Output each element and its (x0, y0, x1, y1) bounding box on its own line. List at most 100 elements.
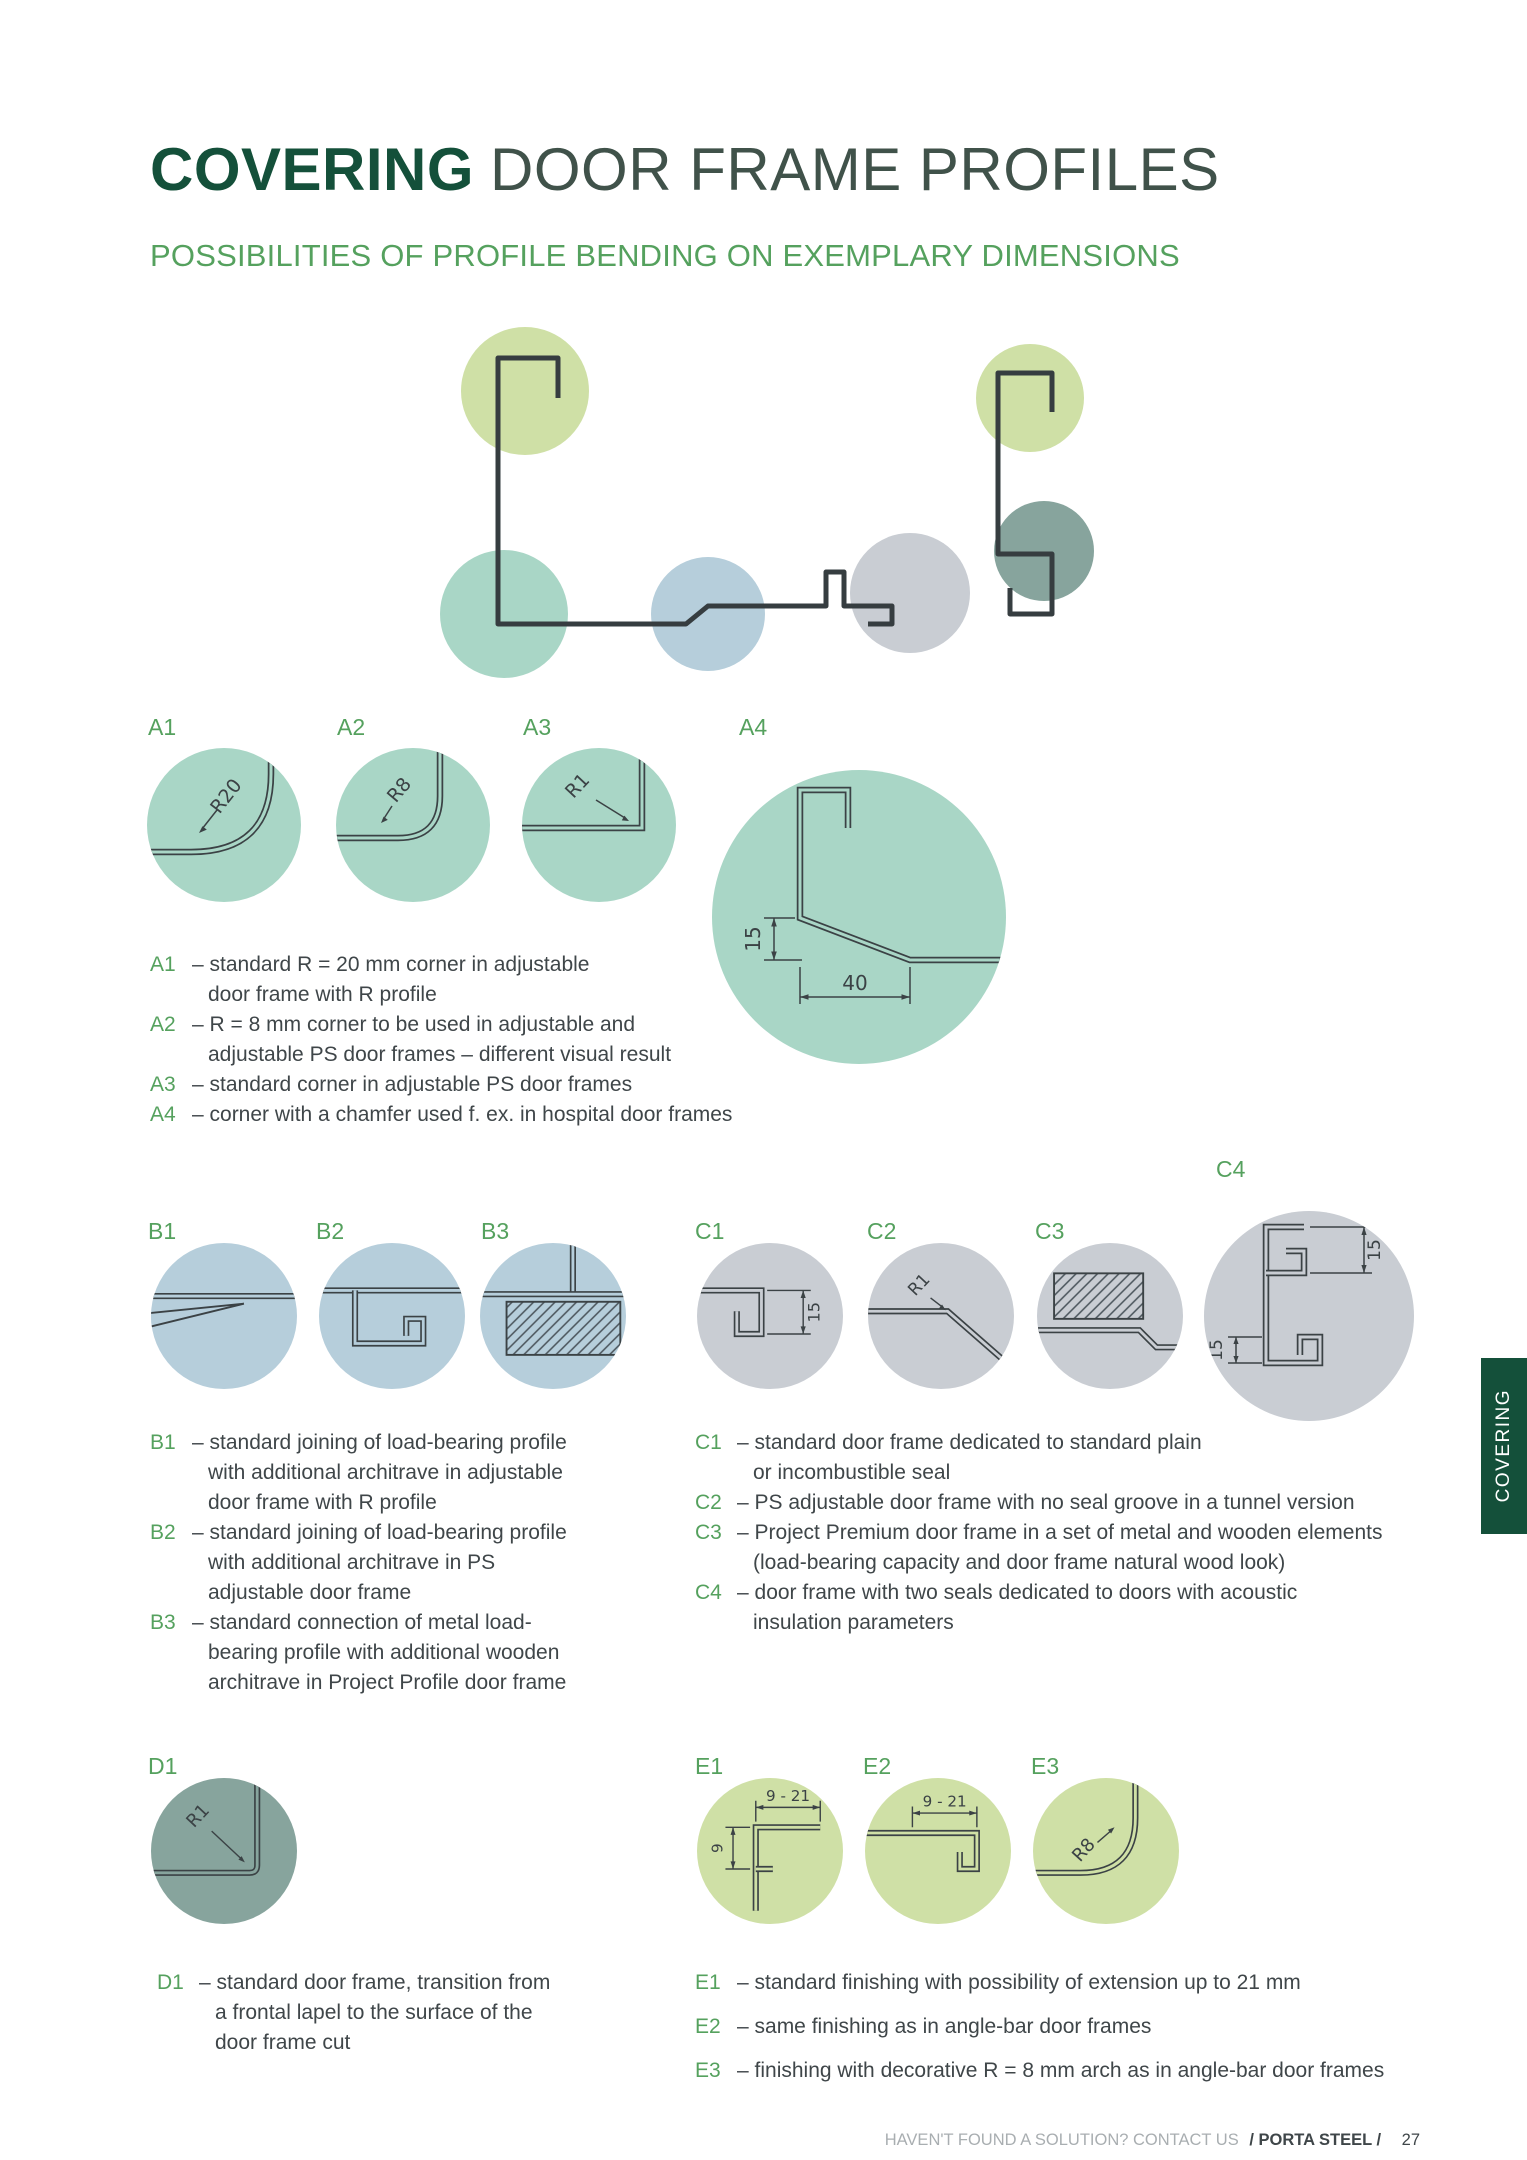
dimension-label: 9 - 21 (923, 1792, 967, 1810)
description-code: C3 (695, 1521, 722, 1544)
description-a4: A4 – corner with a chamfer used f. ex. i… (150, 1100, 790, 1130)
dimension-label: R8 (383, 773, 416, 807)
dimension-annotation: R8 (1068, 1827, 1115, 1866)
page-title-highlight: COVERING (150, 136, 475, 203)
description-code: D1 (157, 1971, 184, 1994)
description-text: – R = 8 mm corner to be used in adjustab… (192, 1013, 672, 1066)
profile-circle-b1 (151, 1243, 297, 1389)
circle-label-c1: C1 (695, 1218, 725, 1244)
description-text: – standard corner in adjustable PS door … (192, 1073, 633, 1096)
footer-contact-text: HAVEN'T FOUND A SOLUTION? CONTACT US (884, 2131, 1239, 2149)
profile-drawing-a4: 15 40 (741, 786, 1006, 1004)
page-footer: HAVEN'T FOUND A SOLUTION? CONTACT US / P… (885, 2131, 1420, 2150)
page-subtitle: POSSIBILITIES OF PROFILE BENDING ON EXEM… (150, 238, 1180, 273)
dimension-label: R1 (182, 1800, 214, 1832)
dimension-annotation: R1 (182, 1800, 245, 1863)
profile-drawing-c1: 15 (697, 1287, 823, 1338)
dimension-label: 9 - 21 (766, 1787, 810, 1805)
description-text: – door frame with two seals dedicated to… (737, 1581, 1298, 1634)
description-text: – standard joining of load-bearing profi… (192, 1521, 567, 1604)
description-code: A3 (150, 1073, 176, 1096)
dimension-annotation: 9 - 21 (911, 1792, 978, 1828)
page-title-remainder: DOOR FRAME PROFILES (490, 136, 1220, 203)
dimension-annotation: R1 (561, 769, 629, 821)
dimension-label: 9 (709, 1843, 727, 1853)
profile-drawing-b3 (480, 1243, 626, 1356)
description-text: – PS adjustable door frame with no seal … (737, 1491, 1355, 1514)
profile-line (480, 1243, 626, 1298)
section-side-tab: COVERING (1481, 1358, 1527, 1534)
door-frame-profile-left (495, 355, 895, 627)
description-text: – same finishing as in angle-bar door fr… (737, 2015, 1152, 2038)
decor-circle-blue (651, 557, 765, 671)
footer-brand: / PORTA STEEL / (1249, 2131, 1382, 2149)
description-e3: E3 – finishing with decorative R = 8 mm … (695, 2056, 1465, 2086)
profile-line (1033, 1778, 1139, 1876)
circle-label-a2: A2 (337, 714, 366, 740)
profile-line (868, 1308, 1011, 1367)
description-code: C4 (695, 1581, 722, 1604)
profile-circle-b2 (319, 1243, 465, 1389)
profile-drawing-a3: R1 (522, 748, 646, 832)
dimension-label: R8 (1068, 1834, 1100, 1866)
circle-label-b2: B2 (316, 1218, 345, 1244)
dimension-annotation: R1 (904, 1270, 946, 1311)
description-c3: C3 – Project Premium door frame in a set… (695, 1518, 1455, 1578)
hero-diagram (440, 316, 1140, 716)
profile-circle-a3: R1 (522, 748, 676, 902)
description-code: E2 (695, 2015, 721, 2038)
circle-label-b1: B1 (148, 1218, 177, 1244)
dimension-annotation: 15 (767, 1289, 823, 1335)
wood-hatch (1053, 1272, 1145, 1320)
profile-circle-c3 (1037, 1243, 1183, 1389)
description-b2: B2 – standard joining of load-bearing pr… (150, 1518, 690, 1608)
descriptions-b: B1 – standard joining of load-bearing pr… (150, 1428, 690, 1698)
door-frame-profile-right (995, 370, 1055, 617)
description-code: B1 (150, 1431, 176, 1454)
footer-page-number: 27 (1401, 2131, 1420, 2149)
description-text: – standard joining of load-bearing profi… (192, 1431, 567, 1514)
dimension-label: 40 (842, 971, 867, 995)
profile-line (865, 1829, 980, 1873)
description-text: – standard finishing with possibility of… (737, 1971, 1301, 1994)
description-a3: A3 – standard corner in adjustable PS do… (150, 1070, 790, 1100)
profile-drawing-d1: R1 (151, 1778, 261, 1876)
description-text: – finishing with decorative R = 8 mm arc… (737, 2059, 1385, 2082)
description-d1: D1 – standard door frame, transition fro… (157, 1968, 697, 2058)
dimension-label: R1 (904, 1270, 934, 1300)
dimension-annotation: R8 (381, 773, 416, 823)
description-code: E1 (695, 1971, 721, 1994)
description-b3: B3 – standard connection of metal load- … (150, 1608, 690, 1698)
circle-label-b3: B3 (481, 1218, 510, 1244)
decor-circle-green (461, 327, 589, 455)
profile-circle-e2: 9 - 21 (865, 1778, 1011, 1924)
dimension-label: 15 (1365, 1239, 1385, 1261)
description-text: – Project Premium door frame in a set of… (737, 1521, 1383, 1574)
description-c4: C4 – door frame with two seals dedicated… (695, 1578, 1455, 1638)
dimension-label: 15 (1207, 1339, 1227, 1361)
dimension-annotation: 15 15 (1207, 1226, 1385, 1364)
profile-line (336, 748, 444, 842)
circle-label-a3: A3 (523, 714, 552, 740)
profile-line (1262, 1223, 1324, 1367)
decor-circle-teal (440, 550, 568, 678)
profile-line (1037, 1327, 1183, 1351)
description-text: – standard R = 20 mm corner in adjustabl… (192, 953, 590, 1006)
dimension-label: 15 (741, 926, 765, 951)
description-text: – standard door frame dedicated to stand… (737, 1431, 1202, 1484)
profile-circle-d1: R1 (151, 1778, 297, 1924)
profile-circle-c4: 15 15 (1204, 1211, 1414, 1421)
decor-circle-green (976, 344, 1084, 452)
circle-label-a4: A4 (739, 714, 768, 740)
section-side-tab-label: COVERING (1493, 1389, 1514, 1503)
profile-drawing-e1: 9 - 21 9 (709, 1787, 821, 1911)
profile-circle-e1: 9 - 21 9 (697, 1778, 843, 1924)
description-text: – standard connection of metal load- bea… (192, 1611, 567, 1694)
description-c2: C2 – PS adjustable door frame with no se… (695, 1488, 1455, 1518)
profile-circle-b3 (480, 1243, 626, 1389)
description-text: – standard door frame, transition from a… (199, 1971, 551, 2054)
dimension-annotation: 9 - 21 9 (709, 1787, 821, 1870)
profile-drawing-e2: 9 - 21 (865, 1792, 980, 1873)
